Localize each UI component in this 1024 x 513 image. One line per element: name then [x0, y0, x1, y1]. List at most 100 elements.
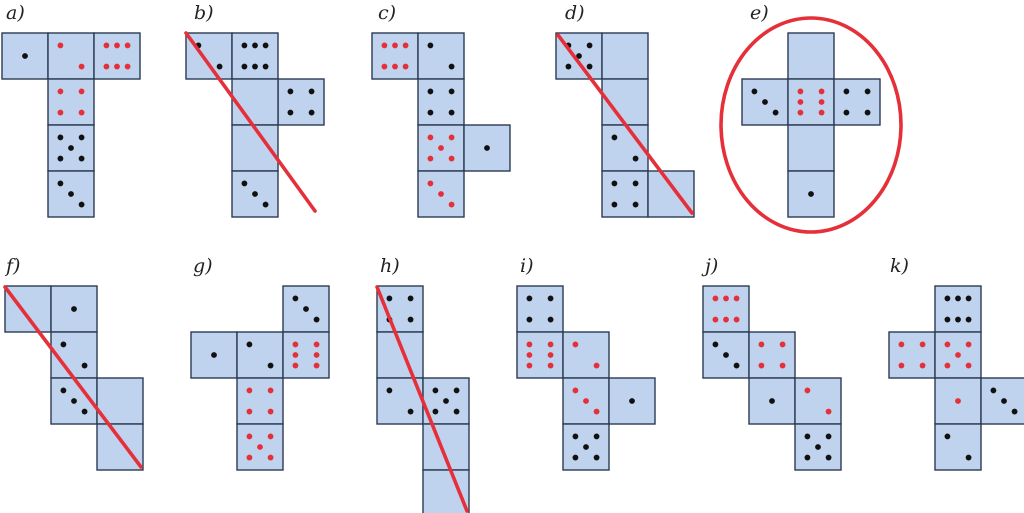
label-i: i) [520, 255, 534, 277]
pip [804, 387, 811, 394]
pip [779, 341, 786, 348]
die-face [787, 170, 835, 218]
pip [586, 42, 593, 49]
face-square [231, 124, 279, 172]
pip [453, 387, 460, 394]
pip [772, 109, 779, 116]
pip [818, 99, 825, 105]
net-g [190, 285, 330, 471]
pip [78, 134, 85, 141]
pip [965, 341, 972, 348]
net-h [375, 285, 470, 513]
die-face [50, 331, 98, 379]
nets [1, 16, 1024, 513]
pip [572, 454, 579, 461]
pip [114, 63, 120, 70]
pip [252, 63, 258, 70]
label-a: a) [6, 2, 25, 24]
die-face [787, 78, 835, 126]
pip [392, 63, 398, 70]
face-square [236, 377, 284, 425]
pip [712, 341, 719, 348]
pip [81, 362, 88, 369]
pip [572, 433, 579, 440]
face-square [417, 32, 465, 80]
die-face [190, 331, 238, 379]
pip [769, 398, 775, 404]
pip [944, 295, 951, 302]
pip [386, 387, 393, 394]
pip [57, 134, 64, 141]
face-square [562, 331, 610, 379]
pip [407, 295, 414, 302]
face-square [748, 331, 796, 379]
label-k: k) [890, 255, 909, 277]
die-face [980, 377, 1024, 425]
label-g: g) [193, 255, 213, 277]
net-a [1, 32, 141, 218]
die-face [794, 377, 842, 425]
pip [292, 362, 299, 369]
die-face [93, 32, 141, 80]
pip [68, 191, 74, 197]
pip [632, 180, 639, 187]
face-square [934, 285, 982, 333]
strike-line [3, 285, 143, 469]
pip [526, 341, 533, 348]
highlight-circle [719, 16, 903, 234]
die-face [371, 32, 419, 80]
pip [825, 408, 832, 415]
die-face [608, 377, 656, 425]
die-face [417, 32, 465, 80]
pip [484, 145, 490, 151]
pip [733, 295, 740, 302]
pip [252, 191, 258, 197]
pip [427, 88, 434, 95]
pip [955, 352, 961, 358]
pip [216, 63, 223, 70]
pip [453, 408, 460, 415]
pip [432, 408, 439, 415]
die-face [562, 423, 610, 471]
pip [944, 316, 951, 323]
die-face [516, 285, 564, 333]
pip [292, 295, 299, 302]
die-face [748, 377, 796, 425]
pip [864, 88, 871, 95]
die-face [647, 170, 695, 218]
pip [313, 362, 320, 369]
pip [593, 408, 600, 415]
face-square [236, 331, 284, 379]
pip [313, 316, 320, 323]
pip [432, 387, 439, 394]
die-face [934, 331, 982, 379]
pip [547, 362, 554, 369]
pip [825, 433, 832, 440]
strike-line [375, 285, 469, 513]
pip [733, 316, 740, 323]
pip [965, 295, 972, 302]
face-square [702, 285, 750, 333]
pip [526, 362, 533, 369]
net-k [888, 285, 1024, 471]
pip [955, 398, 961, 404]
pip [804, 454, 811, 461]
die-face [516, 331, 564, 379]
pip [808, 191, 814, 197]
pip [583, 398, 589, 404]
pip [114, 42, 120, 49]
pip [313, 352, 320, 358]
pip [565, 63, 572, 70]
die-face [236, 377, 284, 425]
pip [427, 109, 434, 116]
pip [78, 155, 85, 162]
pip [124, 42, 131, 49]
pip [71, 398, 77, 404]
die-face [794, 423, 842, 471]
pip [246, 387, 253, 394]
pip [593, 454, 600, 461]
pip [267, 433, 274, 440]
die-face [50, 285, 98, 333]
pip [944, 341, 951, 348]
net-f [3, 285, 144, 471]
